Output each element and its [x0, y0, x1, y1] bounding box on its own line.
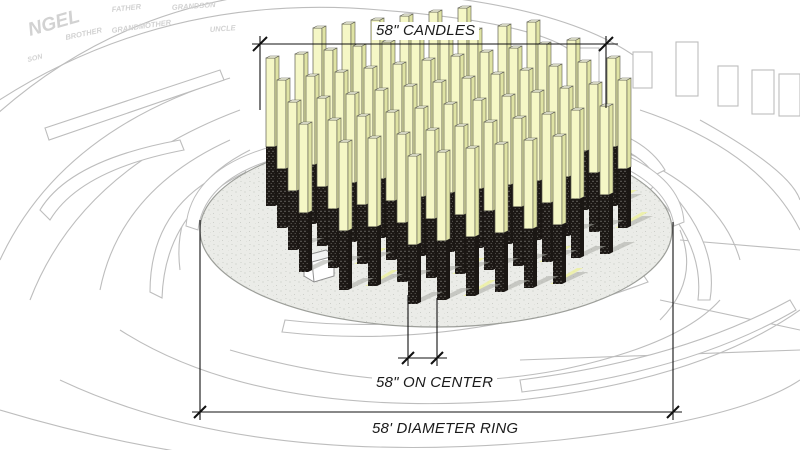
candle-array [265, 5, 653, 304]
bench [39, 139, 185, 221]
wall-panel [717, 65, 739, 107]
bench [44, 69, 225, 141]
dimension-label-ring: 58' DIAMETER RING [368, 420, 523, 438]
candle-post [338, 139, 374, 290]
engraving-text: FATHER [111, 2, 142, 14]
terrace-arc [29, 109, 241, 301]
terrace-arc [99, 139, 231, 291]
outer-wall-arc [0, 0, 641, 113]
right-ring-arc [699, 119, 800, 201]
candle-post [494, 141, 530, 292]
candle-post [465, 145, 501, 296]
dim-tick [598, 36, 614, 52]
candle-post [570, 107, 606, 258]
candle-post [298, 121, 334, 272]
wall-panel [632, 51, 653, 89]
candle-post [552, 133, 588, 284]
engraving-text: GRANDMOTHER [111, 18, 172, 35]
engraving-text: UNCLE [210, 23, 237, 34]
candle-post [617, 77, 653, 228]
dim-tick [666, 405, 680, 419]
outer-wall-arc-2 [0, 6, 571, 101]
wall-panel [751, 69, 775, 115]
bench [519, 299, 797, 393]
dim-tick [193, 405, 207, 419]
dim-tick [401, 351, 415, 365]
dimension-label-candles: 58" CANDLES [372, 22, 480, 40]
wall-panel [675, 41, 699, 97]
lower-ring-arc [119, 309, 800, 405]
candle-post [367, 135, 403, 286]
dim-tick [252, 36, 268, 52]
engraving-text: GRANDSON [172, 0, 217, 12]
dim-tick [430, 351, 444, 365]
candle-post [599, 103, 635, 254]
wall-panel [778, 73, 800, 117]
lower-ring-arc [0, 409, 173, 450]
lower-ring-arc [59, 379, 800, 449]
engraving-text: SON [27, 53, 44, 64]
lower-ring-arc [229, 299, 721, 382]
right-ring-arc [639, 109, 800, 231]
candle-post [436, 149, 472, 300]
dimension-label-on-center: 58" ON CENTER [372, 374, 498, 392]
candle-post [523, 137, 559, 288]
candle-post [407, 153, 443, 304]
